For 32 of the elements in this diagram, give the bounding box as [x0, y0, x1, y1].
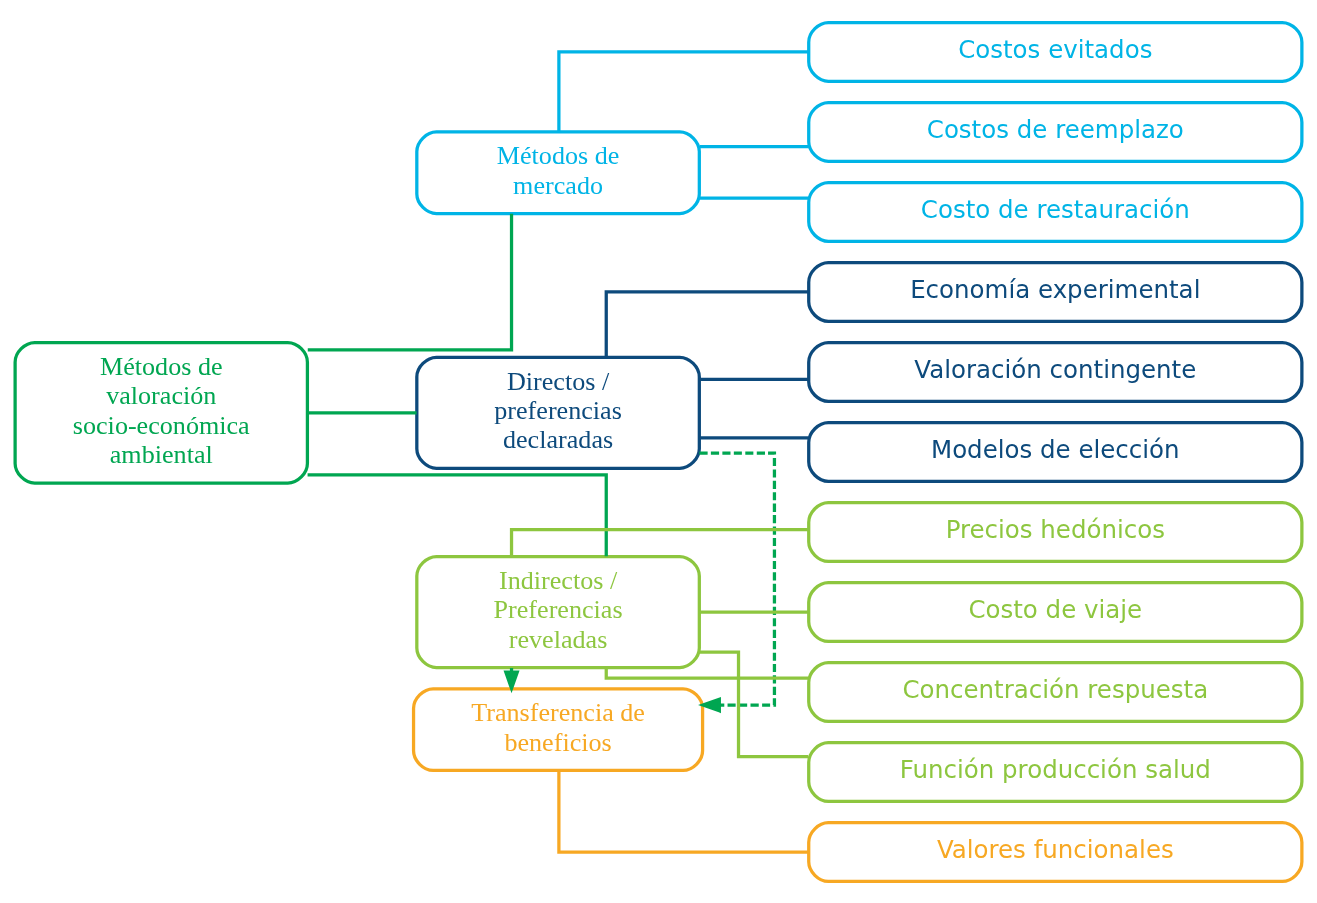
node-box: Costos evitados [807, 20, 1304, 83]
arrow [503, 667, 520, 693]
node-box: Valores funcionales [807, 820, 1304, 883]
node-box: Transferencia de beneficios [411, 686, 705, 772]
connector [307, 213, 514, 352]
node-box: Costo de viaje [807, 580, 1304, 643]
node-box: Costos de reemplazo [807, 100, 1304, 163]
connector [699, 377, 809, 381]
connector [307, 472, 608, 556]
connector [604, 667, 809, 680]
connector [699, 649, 809, 758]
node-box: Economía experimental [807, 260, 1304, 323]
arrow [698, 450, 777, 713]
connector [699, 435, 809, 439]
connector [699, 144, 809, 148]
node-box: Concentración respuesta [807, 660, 1304, 723]
node-box: Costo de restauración [807, 180, 1304, 243]
node-box: Métodos de valoración socio-económica ambiental [13, 340, 310, 485]
node-box: Directos / preferencias declaradas [415, 355, 701, 470]
node-box: Indirectos / Preferencias reveladas [415, 554, 701, 669]
connector [604, 289, 809, 357]
node-box: Función producción salud [807, 740, 1304, 803]
connector [699, 195, 809, 200]
connector [307, 410, 417, 414]
connector [699, 609, 809, 614]
connector [557, 49, 809, 132]
node-box: Valoración contingente [807, 340, 1304, 403]
node-box: Modelos de elección [807, 420, 1304, 483]
connector [557, 770, 809, 854]
node-box: Métodos de mercado [415, 129, 701, 215]
connector [509, 527, 809, 556]
node-box: Precios hedónicos [807, 500, 1304, 563]
